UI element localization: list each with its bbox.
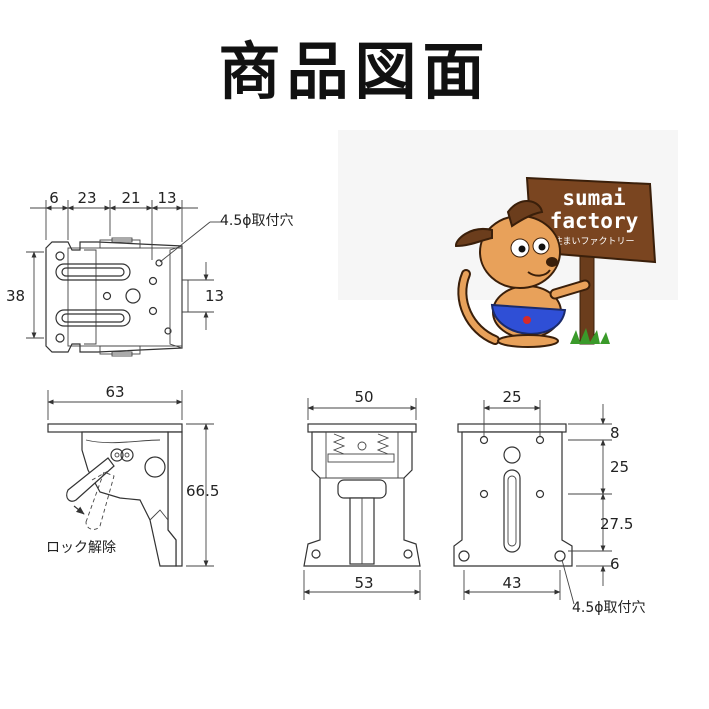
logo-line3: 住まいファクトリー — [553, 235, 634, 247]
back-dim-right-3: 27.5 — [600, 515, 633, 533]
back-dim-right-2: 25 — [610, 458, 629, 476]
back-dim-bottom: 43 — [502, 574, 521, 592]
front-dim-top: 50 — [354, 388, 373, 406]
top-dim-1: 6 — [49, 189, 59, 207]
top-dim-right: 13 — [205, 287, 224, 305]
back-hole-label: 4.5ϕ取付穴 — [572, 600, 646, 616]
top-view-drawing — [26, 200, 222, 357]
logo-line1: sumai — [562, 186, 625, 210]
top-hole-label: 4.5ϕ取付穴 — [220, 213, 294, 229]
top-dim-left: 38 — [6, 287, 25, 305]
side-dim-top: 63 — [105, 383, 124, 401]
front-view-drawing — [303, 398, 421, 600]
grass-icon — [570, 328, 610, 344]
back-dim-top: 25 — [502, 388, 521, 406]
back-dim-right-4: 6 — [610, 555, 620, 573]
back-view-drawing — [453, 400, 612, 605]
side-view-drawing — [47, 390, 214, 567]
lock-release-label: ロック解除 — [46, 540, 116, 556]
sumai-factory-logo: sumai factory 住まいファクトリー — [338, 130, 678, 348]
top-dim-2: 23 — [77, 189, 96, 207]
side-dim-right: 66.5 — [186, 482, 219, 500]
front-dim-bottom: 53 — [354, 574, 373, 592]
top-dim-3: 21 — [121, 189, 140, 207]
logo-line2: factory — [550, 209, 639, 233]
dog-mascot-icon — [455, 200, 591, 348]
top-dim-4: 13 — [157, 189, 176, 207]
page-title: 商品図面 — [218, 35, 491, 108]
back-dim-right-1: 8 — [610, 424, 620, 442]
